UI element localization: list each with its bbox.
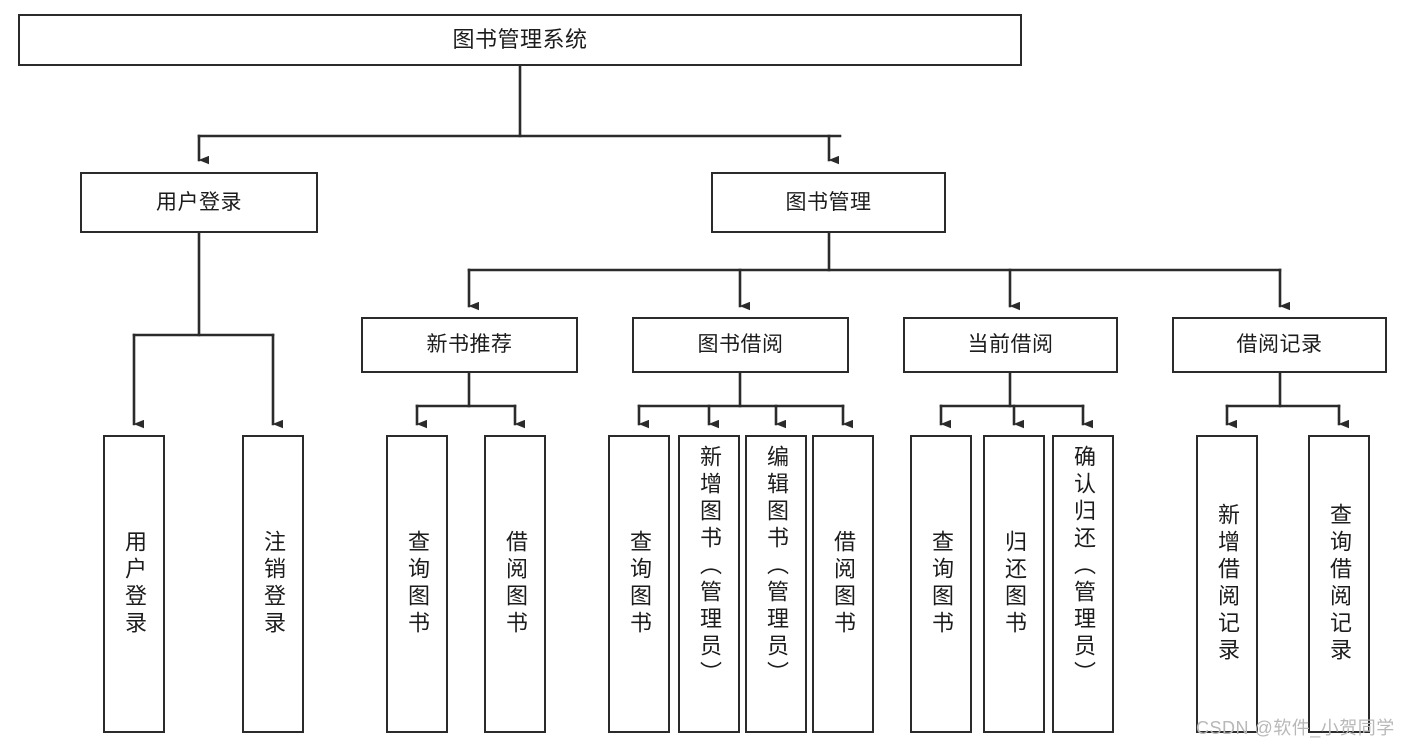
node-borrow-record[interactable]: 借阅记录: [1172, 317, 1387, 373]
leaf-confirm-return-admin-label: 确认归还（管理员）: [1071, 445, 1096, 688]
node-root-label: 图书管理系统: [452, 26, 588, 52]
node-book-borrow-label: 图书借阅: [697, 333, 784, 357]
node-current-borrow[interactable]: 当前借阅: [903, 317, 1118, 373]
node-user-login-label: 用户登录: [156, 190, 242, 214]
node-book-manage-label: 图书管理: [785, 190, 872, 214]
node-user-login[interactable]: 用户登录: [80, 172, 318, 233]
leaf-add-book-admin[interactable]: 新增图书（管理员）: [678, 435, 740, 733]
leaf-return-book-label: 归还图书: [1002, 530, 1027, 638]
leaf-add-borrow-record[interactable]: 新增借阅记录: [1196, 435, 1258, 733]
leaf-edit-book-admin[interactable]: 编辑图书（管理员）: [745, 435, 807, 733]
leaf-logout-login-label: 注销登录: [261, 530, 286, 638]
leaf-borrow-book-2[interactable]: 借阅图书: [812, 435, 874, 733]
node-book-manage[interactable]: 图书管理: [711, 172, 946, 233]
leaf-borrow-book-1-label: 借阅图书: [503, 530, 528, 638]
node-root[interactable]: 图书管理系统: [18, 14, 1022, 66]
leaf-borrow-book-1[interactable]: 借阅图书: [484, 435, 546, 733]
leaf-query-book-2[interactable]: 查询图书: [608, 435, 670, 733]
leaf-query-book-3[interactable]: 查询图书: [910, 435, 972, 733]
leaf-confirm-return-admin[interactable]: 确认归还（管理员）: [1052, 435, 1114, 733]
leaf-query-borrow-record[interactable]: 查询借阅记录: [1308, 435, 1370, 733]
node-new-book-recommend[interactable]: 新书推荐: [361, 317, 578, 373]
csdn-watermark: CSDN @软件_小贺同学: [1196, 718, 1395, 738]
leaf-borrow-book-2-label: 借阅图书: [831, 530, 856, 638]
leaf-add-book-admin-label: 新增图书（管理员）: [697, 445, 722, 688]
leaf-query-borrow-record-label: 查询借阅记录: [1327, 503, 1352, 665]
leaf-logout-login[interactable]: 注销登录: [242, 435, 304, 733]
leaf-user-login-label: 用户登录: [122, 530, 147, 638]
leaf-user-login[interactable]: 用户登录: [103, 435, 165, 733]
leaf-query-book-2-label: 查询图书: [627, 530, 652, 638]
node-borrow-record-label: 借阅记录: [1236, 333, 1323, 357]
leaf-query-book-3-label: 查询图书: [929, 530, 954, 638]
node-current-borrow-label: 当前借阅: [967, 333, 1054, 357]
leaf-query-book-1-label: 查询图书: [405, 530, 430, 638]
node-book-borrow[interactable]: 图书借阅: [632, 317, 849, 373]
leaf-edit-book-admin-label: 编辑图书（管理员）: [764, 445, 789, 688]
leaf-add-borrow-record-label: 新增借阅记录: [1215, 503, 1240, 665]
node-new-book-recommend-label: 新书推荐: [426, 333, 513, 357]
leaf-query-book-1[interactable]: 查询图书: [386, 435, 448, 733]
leaf-return-book[interactable]: 归还图书: [983, 435, 1045, 733]
